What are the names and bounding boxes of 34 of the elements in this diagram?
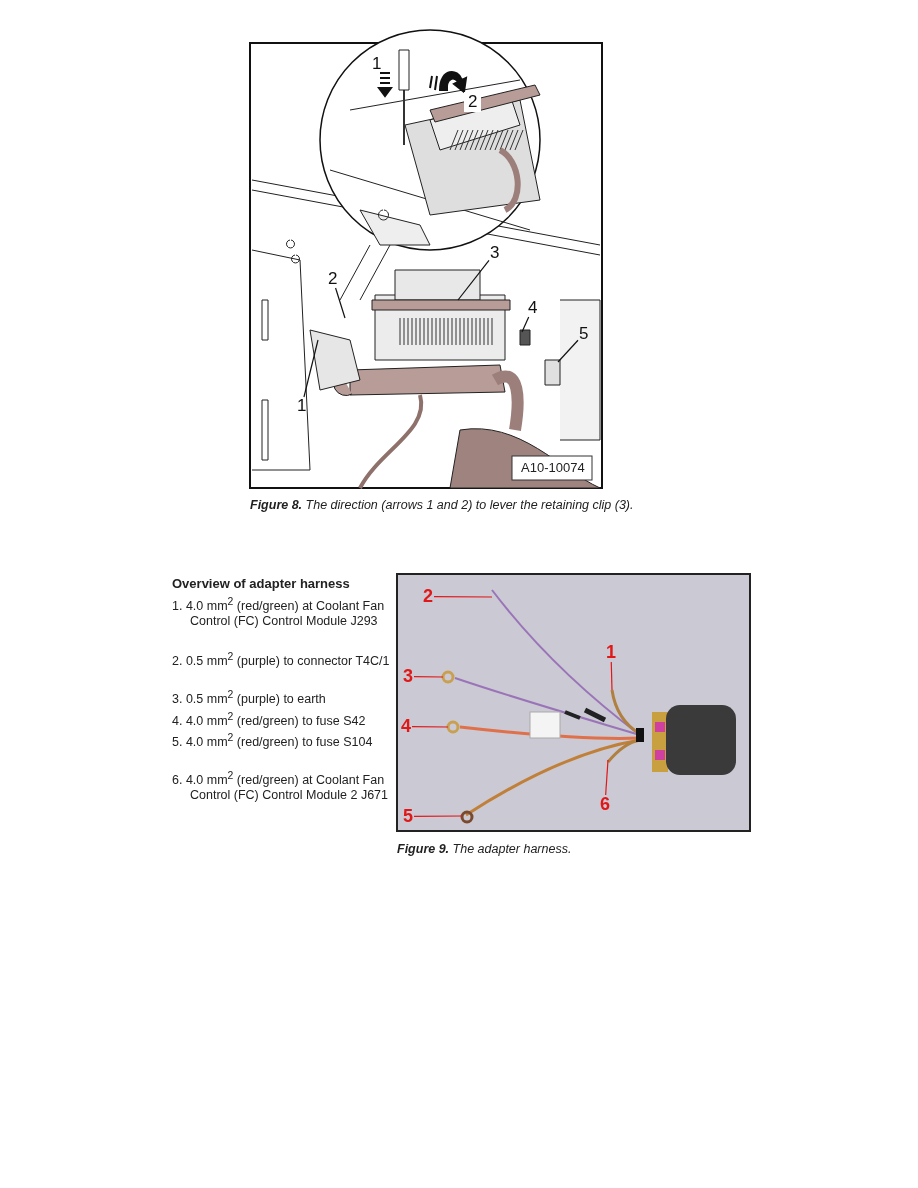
callout-number: 5 — [402, 807, 414, 826]
leader-line — [413, 676, 444, 678]
callout-number: 6 — [599, 795, 611, 814]
leader-line — [411, 725, 449, 728]
callout-number: 3 — [489, 244, 501, 262]
leader-line — [413, 815, 463, 818]
list-item: 6. 4.0 mm$^{2}$ (red/green) at Coolant Fan Control (FC) Control Module 2 J671 — [172, 769, 389, 804]
leader-line — [303, 339, 319, 398]
callout-number: 4 — [527, 299, 539, 317]
figure-caption: Figure 8. The direction (arrows 1 and 2) to lever the retaining clip (3). — [250, 498, 634, 512]
leader-line — [433, 595, 493, 598]
callout-number: 2 — [327, 270, 339, 288]
callout-number: 1 — [296, 397, 308, 415]
arrow-label: 1 — [371, 55, 383, 73]
leader-line — [557, 339, 579, 363]
arrow-label: 2 — [464, 92, 482, 112]
list-item: 5. 4.0 mm$^{2}$ (red/green) to fuse S104 — [172, 731, 374, 751]
leader-line — [605, 759, 609, 796]
leader-line — [610, 661, 613, 691]
list-item: 3. 0.5 mm$^{2}$ (purple) to earth — [172, 688, 327, 708]
list-item: 2. 0.5 mm$^{2}$ (purple) to connector T4C/1 — [172, 650, 391, 670]
leader-line — [521, 316, 530, 333]
section-heading: Overview of adapter harness — [172, 576, 350, 591]
list-item: 1. 4.0 mm$^{2}$ (red/green) at Coolant Fan Control (FC) Control Module J293 — [172, 595, 386, 630]
figure-caption: Figure 9. The adapter harness. — [397, 842, 572, 856]
callout-number: 4 — [400, 717, 412, 736]
callout-number: 3 — [402, 667, 414, 686]
list-item: 4. 4.0 mm$^{2}$ (red/green) to fuse S42 — [172, 710, 367, 730]
callout-number: 5 — [578, 325, 590, 343]
leader-line — [334, 287, 346, 319]
leader-line — [457, 259, 490, 301]
figure-code: A10-10074 — [521, 460, 585, 475]
callout-number: 2 — [422, 587, 434, 606]
callout-number: 1 — [605, 643, 617, 662]
